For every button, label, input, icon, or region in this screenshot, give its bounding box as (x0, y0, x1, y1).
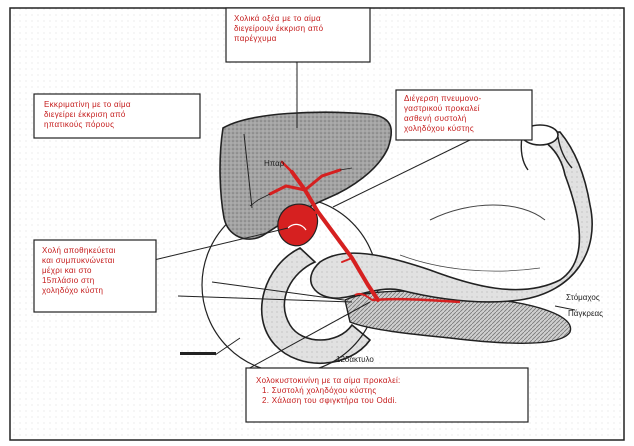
box-left-mid-line-3: μέχρι και στο (42, 266, 116, 276)
box-top: Χολικά οξέα με το αίμα διεγείρουν έκκρισ… (234, 14, 323, 44)
box-left-mid-line-4: 15πλάσιο στη (42, 276, 116, 286)
box-right-top-line-4: χοληδόχου κύστης (404, 124, 481, 134)
box-right-top-line-3: ασθενή συστολή (404, 114, 481, 124)
liver-label: Ηπαρ (264, 159, 285, 168)
box-left-top-line-1: Εκκριματίνη με το αίμα (44, 100, 131, 110)
pancreas-label: Πάγκρεας (568, 309, 603, 318)
box-left-mid-line-5: χοληδόχο κύστη (42, 286, 116, 296)
box-top-line-3: παρέγχυμα (234, 34, 323, 44)
box-left-top: Εκκριματίνη με το αίμα διεγείρει έκκριση… (44, 100, 131, 130)
box-top-line-2: διεγείρουν έκκριση από (234, 24, 323, 34)
box-left-mid-line-2: και συμπυκνώνεται (42, 256, 116, 266)
stomach-label: Στόμαχος (566, 293, 600, 302)
scale-bar (180, 352, 216, 355)
duodenum-label: 12δάκτυλο (336, 355, 374, 364)
box-bottom: Χολοκυστοκινίνη με τα αίμα προκαλεί: 1. … (256, 376, 401, 406)
box-right-top-line-1: Διέγερση πνευμονο- (404, 94, 481, 104)
box-right-top: Διέγερση πνευμονο- γαστρικού προκαλεί ασ… (404, 94, 481, 134)
acid-label: Οξύ (498, 237, 512, 246)
box-left-mid: Χολή αποθηκεύεται και συμπυκνώνεται μέχρ… (42, 246, 116, 296)
box-left-top-line-3: ηπατικούς πόρους (44, 120, 131, 130)
box-bottom-line-3: 2. Χάλαση του σφιγκτήρα του Oddi. (256, 396, 401, 406)
box-left-mid-line-1: Χολή αποθηκεύεται (42, 246, 116, 256)
box-bottom-line-1: Χολοκυστοκινίνη με τα αίμα προκαλεί: (256, 376, 401, 386)
box-bottom-line-2: 1. Συστολή χοληδόχου κύστης (256, 386, 401, 396)
box-left-top-line-2: διεγείρει έκκριση από (44, 110, 131, 120)
box-top-line-1: Χολικά οξέα με το αίμα (234, 14, 323, 24)
box-right-top-line-2: γαστρικού προκαλεί (404, 104, 481, 114)
